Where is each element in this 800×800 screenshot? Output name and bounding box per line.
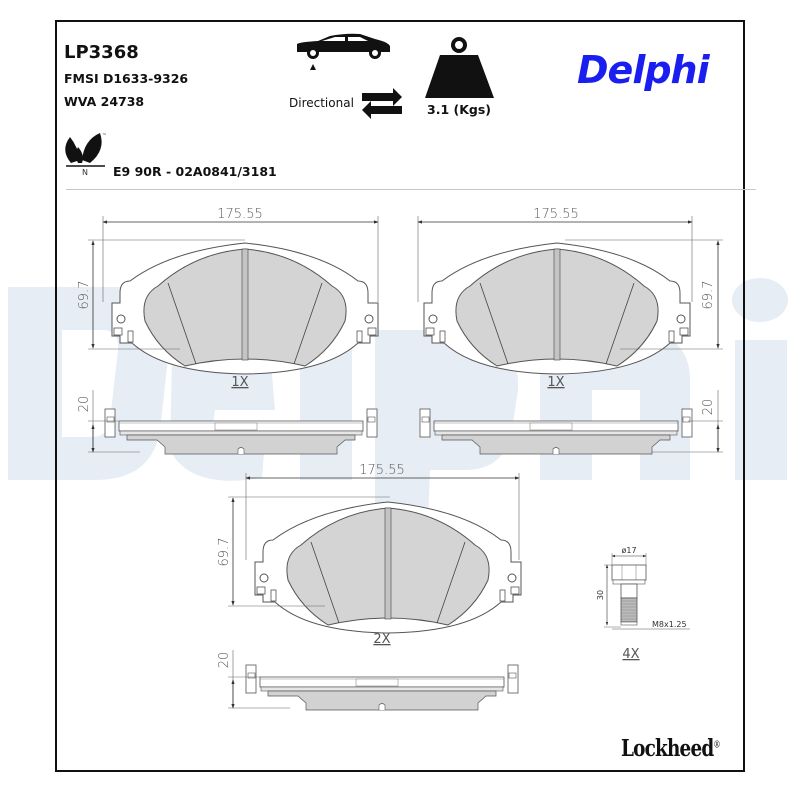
pad-left-width: 175.55 — [217, 207, 263, 222]
pad-bottom-height: 69.7 — [217, 538, 232, 567]
bolt-quantity: 4X — [622, 647, 639, 662]
pad-right-drawing: 175.55 69.7 1X 20 — [417, 207, 723, 455]
weight-icon — [425, 37, 494, 98]
bolt-drawing: ø17 30 M8x1.25 4X — [596, 546, 690, 662]
part-number: LP3368 — [64, 42, 139, 63]
pad-left-drawing: 175.55 69.7 1X 20 — [77, 207, 379, 455]
pad-left-thickness: 20 — [77, 396, 92, 413]
eco-letter: N — [82, 168, 88, 177]
pad-right-height: 69.7 — [701, 281, 716, 310]
header-icons: N ™ — [65, 33, 494, 177]
svg-text:™: ™ — [102, 133, 107, 139]
bolt-thread: M8x1.25 — [652, 620, 687, 629]
approval-code: E9 90R - 02A0841/3181 — [113, 164, 277, 179]
directional-arrows-icon — [362, 88, 402, 119]
brand-logo: Delphi — [577, 48, 710, 92]
pad-right-thickness: 20 — [701, 399, 716, 416]
pad-bottom-thickness: 20 — [217, 652, 232, 669]
bolt-length: 30 — [596, 590, 605, 600]
directional-label: Directional — [289, 96, 354, 110]
drawing-frame — [55, 20, 745, 772]
pad-left-height: 69.7 — [77, 281, 92, 310]
bolt-head-diameter: ø17 — [621, 546, 636, 555]
leaf-eco-icon: N ™ — [65, 133, 107, 177]
pad-right-quantity: 1X — [547, 375, 564, 390]
weight-value: 3.1 (Kgs) — [427, 102, 491, 117]
pad-left-quantity: 1X — [231, 375, 248, 390]
lockheed-logo: Lockheed® — [621, 735, 721, 762]
car-front-axle-icon — [297, 33, 390, 70]
pad-right-width: 175.55 — [533, 207, 579, 222]
pad-bottom-quantity: 2X — [373, 632, 390, 647]
pad-bottom-drawing: 175.55 69.7 2X 20 — [217, 463, 522, 711]
fmsi-code: FMSI D1633-9326 — [64, 71, 189, 86]
wva-code: WVA 24738 — [64, 94, 145, 109]
pad-bottom-width: 175.55 — [359, 463, 405, 478]
header-separator — [66, 189, 756, 190]
